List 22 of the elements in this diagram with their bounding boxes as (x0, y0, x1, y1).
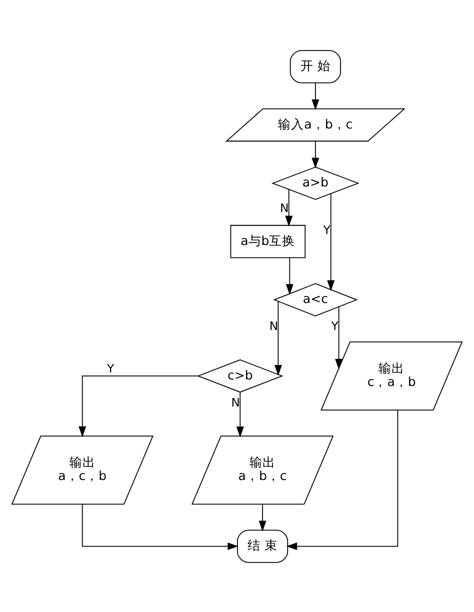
edge-label: N (269, 318, 278, 333)
edge-label: Y (107, 361, 114, 376)
arrow (312, 140, 320, 168)
node-box: a与b互换 (230, 224, 306, 258)
edge-label: Y (331, 318, 338, 332)
arrow (82, 503, 238, 550)
edge-label: N (280, 200, 289, 215)
arrow (258, 503, 266, 531)
edge-label: Y (323, 222, 330, 236)
arrow (286, 256, 294, 294)
arrow (236, 391, 244, 437)
edge-label: N (231, 394, 240, 409)
arrow (274, 300, 282, 376)
node-box: 开 始 (290, 50, 341, 83)
arrow (312, 82, 320, 110)
arrow (286, 409, 398, 550)
node-box: 结 束 (237, 529, 288, 562)
arrow (78, 375, 198, 437)
arrow (285, 188, 293, 226)
arrow (327, 192, 335, 290)
node-diamond: a>b (272, 166, 360, 200)
arrow (335, 306, 343, 370)
